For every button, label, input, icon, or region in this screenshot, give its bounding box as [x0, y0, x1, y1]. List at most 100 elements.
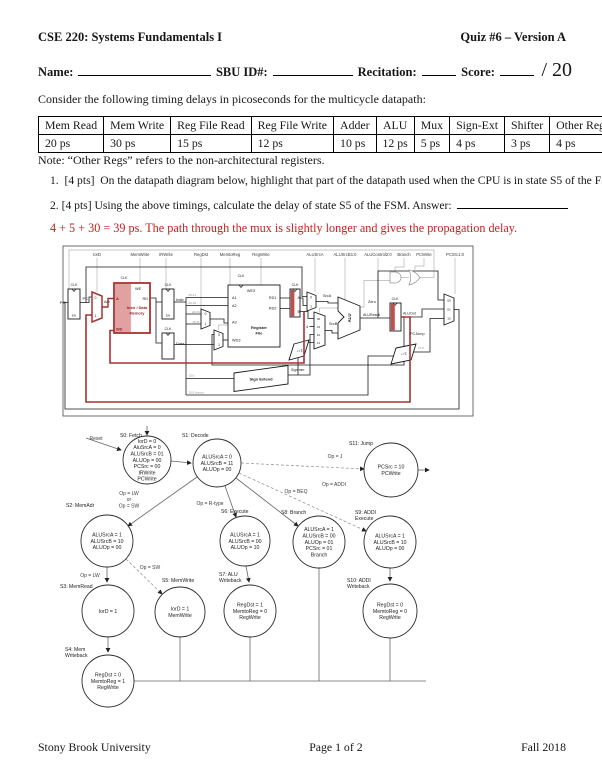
question-1-number: 1. — [50, 174, 59, 187]
fsm-state-line: ALUOp = 00 — [133, 458, 162, 464]
diagram-label: WD — [116, 328, 123, 332]
fsm-state-line: MemtoReg = 0 — [373, 609, 407, 615]
fsm-state-line: IorD = 1 — [99, 609, 118, 615]
diagram-label: EN — [72, 314, 76, 318]
diagram-label: RD — [143, 297, 149, 301]
diagram-label: 15:0 — [189, 374, 195, 378]
fsm-state-line: ALUOp = 00 — [203, 467, 232, 473]
diagram-label: <<2 — [296, 348, 303, 353]
fsm-state-line: Branch — [311, 552, 328, 558]
diagram-label: 1 — [310, 305, 312, 309]
fsm-state-line: MemtoReg = 1 — [91, 679, 125, 685]
diagram-label: 15:11 — [192, 320, 200, 324]
fsm-transition-label: or — [127, 497, 132, 503]
diagram-label: 25:21 — [189, 293, 197, 297]
timing-header-cell: ALU — [375, 116, 415, 135]
fsm-state-title: Writeback — [347, 584, 370, 590]
fsm-state-line: IorD = 1 — [171, 607, 190, 613]
datapath-wires — [63, 266, 460, 410]
timing-value-cell: 12 ps — [250, 134, 335, 153]
fsm-state-line: RegWrite — [97, 685, 119, 691]
fsm-state-title: S4: Mem — [65, 647, 85, 653]
score-label: Score: — [461, 65, 495, 79]
fsm-state-title: S6: Execute — [221, 509, 249, 515]
pcsrc-mux — [443, 293, 455, 326]
diagram-label: 25:0 (jump) — [189, 391, 204, 395]
diagram-label: SrcB — [329, 322, 338, 326]
intro-text: Consider the following timing delays in … — [38, 92, 426, 106]
score-total: / 20 — [541, 59, 572, 81]
diagram-label: File — [256, 331, 264, 336]
diagram-label: CLK — [238, 274, 245, 278]
diagram-label: 0 — [310, 296, 312, 300]
diagram-label: 27:0 — [418, 346, 424, 350]
diagram-label: ALUSrcB1:0 — [333, 252, 357, 257]
diagram-label: 1 — [205, 322, 207, 326]
diagram-label: Data — [176, 341, 185, 346]
a-b-register — [289, 288, 301, 318]
fsm-state-line: PCWrite — [137, 477, 156, 483]
diagram-label: 0 — [95, 296, 97, 300]
fsm-state-line: RegDst = 0 — [377, 603, 403, 609]
diagram-label: PCJump — [410, 332, 425, 336]
fsm-state-line: PCSrc = 10 — [378, 465, 405, 471]
recitation-label: Recitation: — [357, 65, 417, 79]
fsm-transition — [170, 460, 192, 465]
course-title: CSE 220: Systems Fundamentals I — [38, 30, 223, 44]
fsm-state-line: RegDst = 1 — [237, 603, 263, 609]
timing-header-cell: Reg File Write — [250, 116, 335, 135]
fsm-state-title: S5: MemWrite — [162, 578, 194, 584]
fsm-state-s2 — [80, 514, 134, 568]
diagram-label: A2 — [232, 304, 237, 308]
fsm-state-s4 — [81, 654, 135, 708]
footer-center: Page 1 of 2 — [309, 740, 363, 754]
alu-block — [337, 296, 361, 340]
data-register — [161, 332, 175, 360]
or-gate — [408, 269, 421, 286]
fsm-state-line: ALUSrcB = 10 — [90, 539, 123, 545]
fsm-state-title: S3: MemRead — [60, 584, 93, 590]
red-answer: 4 + 5 + 30 = 39 ps. The path through the… — [50, 221, 582, 236]
page-header: CSE 220: Systems Fundamentals I Quiz #6 … — [38, 30, 566, 45]
fsm-transition — [127, 476, 198, 527]
fsm-state-title: S8: Branch — [281, 510, 306, 516]
timing-value-cell: 4 ps — [449, 134, 506, 153]
diagram-label: 10 — [447, 317, 451, 321]
fsm-state-s0 — [122, 435, 172, 485]
fsm-state-title: S9: ADDI — [355, 510, 376, 516]
timing-value-cell: 3 ps — [504, 134, 551, 153]
diagram-label: CLK — [165, 283, 172, 287]
diagram-label: 20:16 — [192, 310, 200, 314]
diagram-label: 20:16 — [189, 301, 197, 305]
timing-header-cell: Mem Write — [103, 116, 172, 135]
diagram-label: IorD — [93, 252, 101, 257]
diagram-label: EN — [166, 314, 170, 318]
question-2: 2. [4 pts] Using the above timings, calc… — [50, 196, 568, 212]
pc-enable-gates — [389, 269, 421, 286]
timing-value-cell: 15 ps — [170, 134, 252, 153]
highlighted-path — [85, 282, 411, 403]
diagram-label: 11 — [317, 341, 320, 345]
fsm-state-title: Writeback — [65, 653, 88, 659]
page-footer: Stony Brook University Page 1 of 2 Fall … — [38, 740, 566, 755]
and-gate — [389, 271, 402, 284]
diagram-label: B — [298, 310, 301, 314]
diagram-label: 0 — [205, 312, 207, 316]
diagram-label: Instr — [176, 297, 184, 302]
fsm-transitions — [85, 426, 430, 682]
fsm-state-s8 — [292, 515, 346, 569]
fsm-state-line: ALUOp = 00 — [376, 546, 405, 552]
fsm-state-title: S2: MemAdr — [66, 503, 95, 509]
diagram-label: A1 — [232, 296, 237, 300]
diagram-label: 10 — [317, 333, 321, 337]
diagram-label: A3 — [232, 321, 237, 325]
fsm-state-line: RegDst = 0 — [95, 673, 121, 679]
fsm-state-line: ALUSrcB = 11 — [201, 461, 234, 467]
quiz-title: Quiz #6 – Version A — [460, 30, 566, 44]
diagram-label: Instr / Data — [127, 305, 148, 310]
fsm-state-line: ALUSrcB = 01 — [130, 452, 163, 458]
diagram-label: ALUSrcA — [306, 252, 323, 257]
diagram-label: 00 — [447, 299, 451, 303]
timing-value-cell: 20 ps — [37, 134, 105, 153]
